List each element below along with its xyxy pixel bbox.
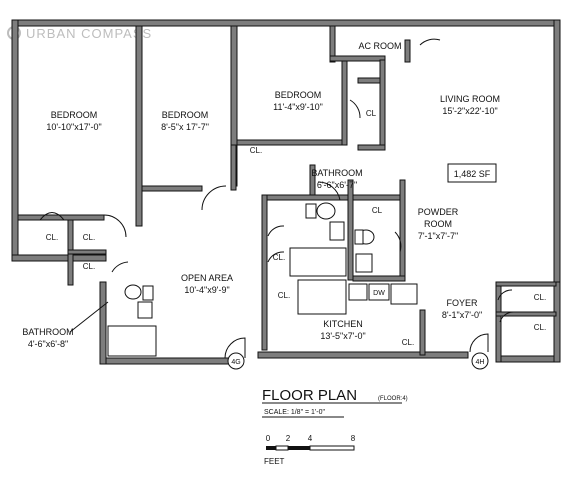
kitchen-counter xyxy=(297,279,347,315)
bathroom-center-name: BATHROOM xyxy=(311,168,362,178)
bedroom3-name: BEDROOM xyxy=(275,90,322,100)
bedroom1-name: BEDROOM xyxy=(51,110,98,120)
fixtures xyxy=(107,202,418,357)
dishwasher xyxy=(368,283,390,301)
closet-label-short: CL xyxy=(366,109,377,118)
dishwasher-label: DW xyxy=(373,290,385,297)
plan-floor: (FLOOR:4) xyxy=(378,396,408,402)
powder-room-name1: POWDER xyxy=(418,207,459,217)
closet-label: CL. xyxy=(46,233,58,242)
kitchen-dims: 13'-5"x7'-0" xyxy=(320,331,365,341)
closet-label: CL. xyxy=(273,253,285,262)
bathtub-left xyxy=(107,325,157,357)
closet-labels: CL. CL. CL. CL. CL CL CL. CL. CL. CL. CL… xyxy=(46,109,546,347)
living-room-dims: 15'-2"x22'-10" xyxy=(442,106,497,116)
scale-bar: 0 2 4 8 FEET xyxy=(264,434,356,466)
scale-tick-4: 4 xyxy=(308,434,313,443)
closet-label-short: CL xyxy=(372,206,383,215)
closet-label: CL. xyxy=(402,338,414,347)
open-area-name: OPEN AREA xyxy=(181,273,233,283)
foyer-dims: 8'-1"x7'-0" xyxy=(442,310,482,320)
sink-center xyxy=(329,221,345,241)
stove xyxy=(390,283,418,305)
sink-powder xyxy=(355,253,373,273)
watermark: URBAN COMPASS xyxy=(7,26,152,41)
watermark-text: URBAN COMPASS xyxy=(26,26,152,41)
toilet-center xyxy=(316,202,336,220)
unit-marker-west: 4G xyxy=(231,359,240,366)
outer-walls xyxy=(11,19,561,365)
living-room-name: LIVING ROOM xyxy=(440,94,500,104)
bathroom-center-dims: 6'-6"x6'-7" xyxy=(317,180,357,190)
closet-label: CL. xyxy=(534,293,546,302)
scale-tick-2: 2 xyxy=(286,434,291,443)
bedroom2-name: BEDROOM xyxy=(162,110,209,120)
closet-label: CL. xyxy=(250,146,262,155)
doors xyxy=(39,38,515,359)
interior-walls xyxy=(17,25,557,363)
scale-tick-8: 8 xyxy=(351,434,356,443)
bedroom1-dims: 10'-10"x17'-0" xyxy=(46,122,101,132)
room-labels: BEDROOM 10'-10"x17'-0" BEDROOM 8'-5"x 17… xyxy=(22,41,500,349)
closet-label: CL. xyxy=(83,262,95,271)
powder-room-name2: ROOM xyxy=(424,219,452,229)
bathroom-left-dims: 4'-6"x6'-8" xyxy=(28,339,68,349)
plan-scale: SCALE: 1/8" = 1'-0" xyxy=(264,409,325,416)
area-box: 1,482 SF xyxy=(447,163,497,183)
closet-label: CL. xyxy=(83,233,95,242)
scale-unit: FEET xyxy=(264,457,285,466)
bathroom-left-name: BATHROOM xyxy=(22,327,73,337)
bedroom2-dims: 8'-5"x 17'-7" xyxy=(161,122,209,132)
unit-markers: 4G 4H xyxy=(227,352,489,370)
plan-title: FLOOR PLAN xyxy=(262,387,357,404)
powder-room-dims: 7'-1"x7'-7" xyxy=(418,231,458,241)
scale-tick-0: 0 xyxy=(266,434,271,443)
toilet-left xyxy=(124,284,142,300)
open-area-dims: 10'-4"x9'-9" xyxy=(184,285,229,295)
closet-label: CL. xyxy=(278,291,290,300)
bathtub-center xyxy=(289,247,347,277)
bedroom3-dims: 11'-4"x9'-10" xyxy=(273,102,323,112)
unit-marker-east: 4H xyxy=(476,359,485,366)
ac-room-name: AC ROOM xyxy=(358,41,401,51)
kitchen-sink xyxy=(348,283,368,301)
area-text: 1,482 SF xyxy=(454,169,491,179)
closet-label: CL. xyxy=(534,323,546,332)
kitchen-name: KITCHEN xyxy=(323,319,363,329)
title-block: FLOOR PLAN (FLOOR:4) SCALE: 1/8" = 1'-0" xyxy=(262,387,408,418)
sink-left xyxy=(137,301,153,319)
foyer-name: FOYER xyxy=(446,298,478,308)
